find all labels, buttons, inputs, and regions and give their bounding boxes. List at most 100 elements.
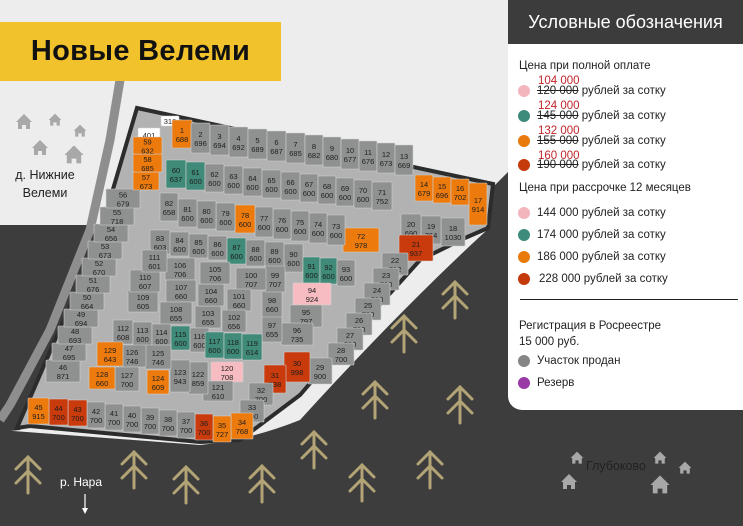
plot-62[interactable]: 62600 <box>204 163 225 193</box>
plot-97[interactable]: 97655 <box>261 315 283 343</box>
plot-117[interactable]: 117600 <box>204 331 225 359</box>
plot-73[interactable]: 73600 <box>326 214 346 246</box>
plot-9[interactable]: 9680 <box>322 136 342 168</box>
plot-43[interactable]: 43700 <box>67 399 88 427</box>
plot-128[interactable]: 128660 <box>88 366 116 390</box>
plot-72[interactable]: 72978 <box>342 227 380 253</box>
plot-17[interactable]: 17914 <box>468 182 488 226</box>
plot-122[interactable]: 122859 <box>187 361 209 395</box>
plot-63[interactable]: 63600 <box>223 165 244 195</box>
plot-78[interactable]: 78600 <box>234 204 256 234</box>
plot-86[interactable]: 86600 <box>207 235 228 261</box>
plot-39[interactable]: 39700 <box>140 407 160 435</box>
plot-4[interactable]: 4692 <box>228 126 249 158</box>
plot-60[interactable]: 60637 <box>165 159 187 189</box>
plot-92[interactable]: 92600 <box>319 257 338 285</box>
plot-69[interactable]: 69600 <box>335 177 355 207</box>
plot-98[interactable]: 98660 <box>261 290 283 318</box>
plot-37[interactable]: 37700 <box>176 411 196 439</box>
plot-80[interactable]: 80600 <box>196 200 217 230</box>
plot-79[interactable]: 79600 <box>215 202 236 232</box>
plot-44[interactable]: 44700 <box>48 398 69 426</box>
plot-56[interactable]: 56679 <box>105 188 141 209</box>
plot-11[interactable]: 11676 <box>358 140 378 172</box>
plot-12[interactable]: 12673 <box>376 142 396 174</box>
plot-103[interactable]: 103655 <box>194 305 222 329</box>
plot-90[interactable]: 90600 <box>283 243 304 273</box>
plot-18[interactable]: 181030 <box>440 217 466 247</box>
plot-74[interactable]: 74600 <box>308 212 328 244</box>
plot-49[interactable]: 49694 <box>63 308 99 328</box>
plot-114[interactable]: 114600 <box>151 323 172 349</box>
plot-50[interactable]: 50664 <box>69 291 105 311</box>
plot-125[interactable]: 125746 <box>144 344 172 370</box>
plot-48[interactable]: 48693 <box>57 325 93 345</box>
plot-57[interactable]: 57673 <box>132 171 160 191</box>
plot-96[interactable]: 96735 <box>280 322 314 346</box>
plot-81[interactable]: 81600 <box>177 198 198 228</box>
plot-71[interactable]: 71752 <box>371 181 393 211</box>
plot-14[interactable]: 14679 <box>414 174 434 202</box>
plot-91[interactable]: 91600 <box>302 256 321 284</box>
plot-34[interactable]: 34768 <box>230 412 254 440</box>
plot-118[interactable]: 118600 <box>223 332 243 360</box>
plot-129[interactable]: 129643 <box>96 341 124 367</box>
plot-106[interactable]: 106706 <box>164 257 196 281</box>
plot-123[interactable]: 123943 <box>169 359 191 393</box>
plot-36[interactable]: 36700 <box>194 413 214 441</box>
plot-87[interactable]: 87600 <box>226 237 247 265</box>
plot-108[interactable]: 108655 <box>159 301 193 325</box>
plot-88[interactable]: 88600 <box>245 239 266 267</box>
plot-55[interactable]: 55718 <box>99 206 135 226</box>
plot-85[interactable]: 85600 <box>188 233 209 259</box>
plot-115[interactable]: 115600 <box>170 325 191 351</box>
plot-76[interactable]: 76600 <box>272 208 292 240</box>
plot-66[interactable]: 66600 <box>280 171 301 201</box>
plot-111[interactable]: 111601 <box>141 249 168 273</box>
plot-65[interactable]: 65600 <box>261 169 282 199</box>
plot-53[interactable]: 53673 <box>87 240 123 260</box>
plot-59[interactable]: 59632 <box>132 136 163 156</box>
plot-30[interactable]: 30998 <box>283 351 311 383</box>
plot-101[interactable]: 101660 <box>226 288 252 312</box>
plot-47[interactable]: 47695 <box>51 342 87 362</box>
plot-95[interactable]: 95797 <box>289 304 323 328</box>
plot-107[interactable]: 107660 <box>165 279 197 303</box>
plot-5[interactable]: 5689 <box>247 128 268 160</box>
plot-75[interactable]: 75600 <box>290 210 310 242</box>
plot-99[interactable]: 99707 <box>264 265 286 293</box>
plot-105[interactable]: 105706 <box>199 261 231 285</box>
plot-29[interactable]: 29900 <box>307 357 333 385</box>
plot-15[interactable]: 15696 <box>432 176 452 204</box>
plot-94[interactable]: 94924 <box>292 282 332 306</box>
plot-109[interactable]: 109605 <box>127 289 159 313</box>
plot-120[interactable]: 120708 <box>210 361 244 383</box>
plot-8[interactable]: 8682 <box>304 134 324 166</box>
plot-68[interactable]: 68600 <box>317 175 337 205</box>
plot-2[interactable]: 2696 <box>190 122 211 154</box>
plot-28[interactable]: 28700 <box>327 342 355 366</box>
plot-100[interactable]: 100707 <box>235 267 267 291</box>
plot-82[interactable]: 82658 <box>159 192 179 222</box>
plot-41[interactable]: 41700 <box>104 403 124 431</box>
plot-3[interactable]: 3694 <box>209 124 230 156</box>
plot-102[interactable]: 102656 <box>221 309 247 333</box>
plot-112[interactable]: 112608 <box>112 319 134 345</box>
plot-110[interactable]: 110607 <box>129 269 161 293</box>
plot-84[interactable]: 84600 <box>169 231 190 257</box>
plot-7[interactable]: 7685 <box>285 132 306 164</box>
plot-10[interactable]: 10677 <box>340 138 360 170</box>
plot-89[interactable]: 89600 <box>264 241 285 269</box>
plot-35[interactable]: 35727 <box>212 415 232 443</box>
plot-42[interactable]: 42700 <box>86 401 106 429</box>
plot-104[interactable]: 104660 <box>197 283 225 307</box>
plot-124[interactable]: 124609 <box>146 369 170 395</box>
plot-70[interactable]: 70600 <box>353 179 373 209</box>
plot-58[interactable]: 58685 <box>132 153 163 173</box>
plot-40[interactable]: 40700 <box>122 405 142 433</box>
plot-119[interactable]: 119614 <box>241 333 263 361</box>
plot-61[interactable]: 61600 <box>185 161 206 191</box>
plot-64[interactable]: 64600 <box>242 167 263 197</box>
plot-45[interactable]: 45915 <box>27 397 50 425</box>
plot-16[interactable]: 16702 <box>450 178 470 206</box>
